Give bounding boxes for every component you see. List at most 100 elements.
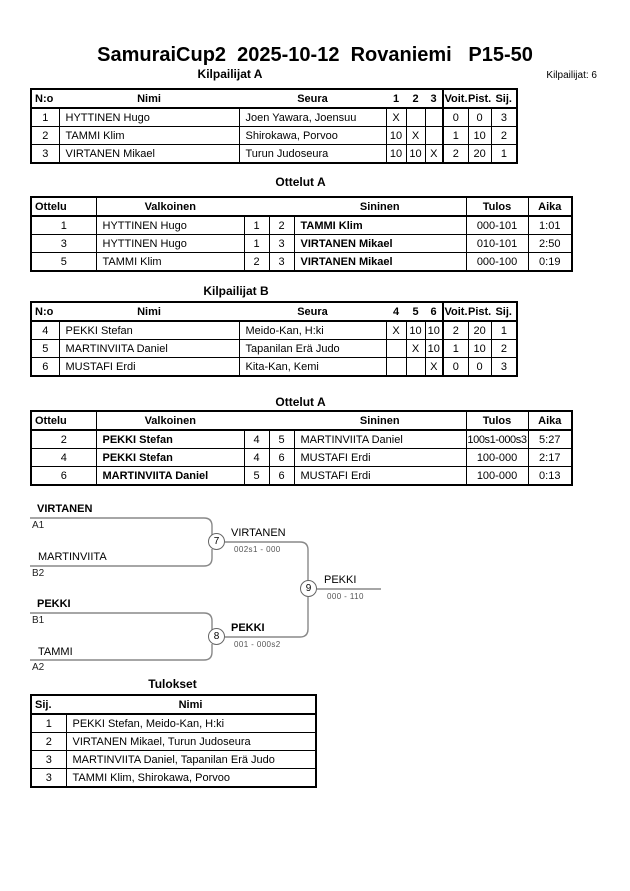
cell-r2: 10 — [405, 320, 426, 340]
table-row: 6 MUSTAFI Erdi Kita-Kan, Kemi X 0 0 3 — [30, 357, 518, 377]
cell-wins: 0 — [442, 107, 469, 127]
cell-name: VIRTANEN Mikael, Turun Judoseura — [65, 732, 317, 751]
cell-r3: 10 — [424, 320, 444, 340]
cell-place: 1 — [490, 320, 518, 340]
cell-name: MARTINVIITA Daniel — [58, 339, 240, 358]
cell-blue-no: 6 — [268, 448, 295, 467]
header-round-4: 4 — [386, 302, 406, 322]
cell-place: 2 — [490, 339, 518, 358]
cell-r2 — [405, 107, 426, 127]
cell-r1: 10 — [385, 126, 407, 145]
header-name: Nimi — [59, 302, 239, 322]
cell-r3: X — [424, 357, 444, 377]
cell-time: 0:19 — [527, 252, 573, 272]
cell-points: 0 — [467, 357, 492, 377]
cell-result: 000-101 — [465, 215, 529, 235]
header-result: Tulos — [465, 411, 528, 431]
bracket-seed-a2-label: A2 — [32, 662, 45, 673]
cell-points: 10 — [467, 339, 492, 358]
pool-a-table: N:o Nimi Seura 1 2 3 Voit. Pist. Sij. 1 … — [30, 88, 519, 164]
table-row: 2 PEKKI Stefan 4 5 MARTINVIITA Daniel 10… — [30, 429, 573, 449]
header-result: Tulos — [465, 197, 528, 217]
cell-r1: X — [385, 107, 407, 127]
table-row: 2 TAMMI Klim Shirokawa, Porvoo 10 X 1 10… — [30, 126, 518, 145]
cell-name: PEKKI Stefan — [58, 320, 240, 340]
cell-place: 1 — [30, 713, 67, 733]
bracket-match-8-score: 001 - 000s2 — [234, 640, 281, 649]
header-points: Pist. — [468, 302, 492, 322]
cell-result: 100-000 — [465, 466, 529, 486]
cell-white-no: 4 — [243, 429, 270, 449]
header-row: Ottelu Valkoinen Sininen Tulos Aika — [31, 197, 572, 217]
bracket-match-9-score: 000 - 110 — [327, 592, 364, 601]
header-round-1: 1 — [386, 89, 406, 109]
results-table: Sij. Nimi 1 PEKKI Stefan, Meido-Kan, H:k… — [30, 694, 317, 788]
cell-r3: 10 — [424, 339, 444, 358]
cell-wins: 0 — [442, 357, 469, 377]
cell-place: 2 — [30, 732, 67, 751]
header-row: N:o Nimi Seura 4 5 6 Voit. Pist. Sij. — [31, 302, 518, 322]
cell-white-no: 1 — [243, 215, 270, 235]
header-blue: Sininen — [294, 411, 466, 431]
cell-blue-no: 2 — [268, 215, 295, 235]
bracket-seed-b2-label: B2 — [32, 568, 45, 579]
pool-b-table: N:o Nimi Seura 4 5 6 Voit. Pist. Sij. 4 … — [30, 301, 519, 377]
cell-no: 5 — [30, 339, 60, 358]
matches-b-table: Ottelu Valkoinen Sininen Tulos Aika 2 PE… — [30, 410, 573, 486]
cell-points: 20 — [467, 320, 492, 340]
table-row: 3 HYTTINEN Hugo 1 3 VIRTANEN Mikael 010-… — [30, 234, 573, 253]
cell-wins: 1 — [442, 339, 469, 358]
cell-time: 2:50 — [527, 234, 573, 253]
cell-place: 1 — [490, 144, 518, 164]
table-row: 1 HYTTINEN Hugo 1 2 TAMMI Klim 000-101 1… — [30, 215, 573, 235]
header-round-5: 5 — [406, 302, 425, 322]
cell-club: Meido-Kan, H:ki — [238, 320, 387, 340]
bracket-match-9-winner: PEKKI — [324, 574, 357, 586]
bracket-match-8-winner: PEKKI — [231, 622, 265, 634]
bracket-match-7-winner: VIRTANEN — [231, 527, 286, 539]
cell-points: 10 — [467, 126, 492, 145]
table-row: 1 HYTTINEN Hugo Joen Yawara, Joensuu X 0… — [30, 107, 518, 127]
cell-name: VIRTANEN Mikael — [58, 144, 240, 164]
header-place: Sij. — [491, 302, 518, 322]
cell-r3 — [424, 107, 444, 127]
header-white: Valkoinen — [96, 411, 244, 431]
cell-club: Turun Judoseura — [238, 144, 387, 164]
header-points: Pist. — [468, 89, 492, 109]
header-name: Nimi — [59, 89, 239, 109]
cell-match: 1 — [30, 215, 97, 235]
matches-b-heading: Ottelut A — [275, 395, 326, 409]
table-row: 3 MARTINVIITA Daniel, Tapanilan Erä Judo — [30, 750, 317, 769]
table-row: 3 VIRTANEN Mikael Turun Judoseura 10 10 … — [30, 144, 518, 164]
table-row: 1 PEKKI Stefan, Meido-Kan, H:ki — [30, 713, 317, 733]
cell-result: 000-100 — [465, 252, 529, 272]
cell-r2: X — [405, 126, 426, 145]
table-row: 4 PEKKI Stefan Meido-Kan, H:ki X 10 10 2… — [30, 320, 518, 340]
header-name: Nimi — [66, 695, 316, 715]
pool-a-heading: Kilpailijat A — [197, 67, 263, 81]
cell-r2: X — [405, 339, 426, 358]
cell-r3 — [424, 126, 444, 145]
table-row: 3 TAMMI Klim, Shirokawa, Porvoo — [30, 768, 317, 788]
cell-r1: 10 — [385, 144, 407, 164]
cell-match: 4 — [30, 448, 97, 467]
cell-time: 2:17 — [527, 448, 573, 467]
header-club: Seura — [239, 89, 386, 109]
cell-match: 2 — [30, 429, 97, 449]
matches-a-table: Ottelu Valkoinen Sininen Tulos Aika 1 HY… — [30, 196, 573, 272]
cell-white-no: 1 — [243, 234, 270, 253]
cell-result: 100-000 — [465, 448, 529, 467]
cell-club: Joen Yawara, Joensuu — [238, 107, 387, 127]
table-row: 6 MARTINVIITA Daniel 5 6 MUSTAFI Erdi 10… — [30, 466, 573, 486]
cell-no: 1 — [30, 107, 60, 127]
cell-points: 20 — [467, 144, 492, 164]
bracket-match-7-number: 7 — [208, 533, 225, 550]
cell-name: HYTTINEN Hugo — [58, 107, 240, 127]
cell-r1 — [385, 357, 407, 377]
cell-time: 0:13 — [527, 466, 573, 486]
header-white: Valkoinen — [96, 197, 244, 217]
cell-wins: 2 — [442, 320, 469, 340]
cell-r2 — [405, 357, 426, 377]
header-row: Sij. Nimi — [31, 695, 316, 715]
